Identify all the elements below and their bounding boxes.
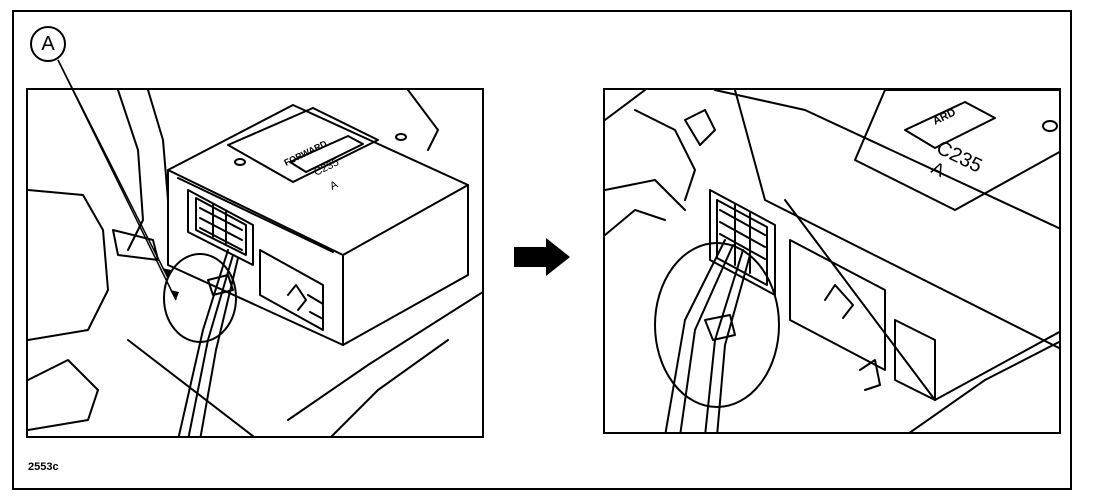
figure-code: 2553c — [28, 461, 59, 473]
connector-before-drawing: FORWARD C235 A — [28, 90, 482, 436]
connector-pin-label: A — [928, 158, 948, 181]
illustration-panel-before: FORWARD C235 A — [26, 88, 484, 438]
illustration-panel-after: ARD C235 A — [603, 88, 1061, 434]
callout-a: A — [30, 26, 66, 62]
forward-label: ARD — [931, 106, 958, 127]
transition-arrow-icon — [514, 238, 570, 276]
callout-letter: A — [41, 32, 55, 55]
connector-after-drawing: ARD C235 A — [605, 90, 1059, 432]
figure-frame — [12, 10, 1072, 490]
